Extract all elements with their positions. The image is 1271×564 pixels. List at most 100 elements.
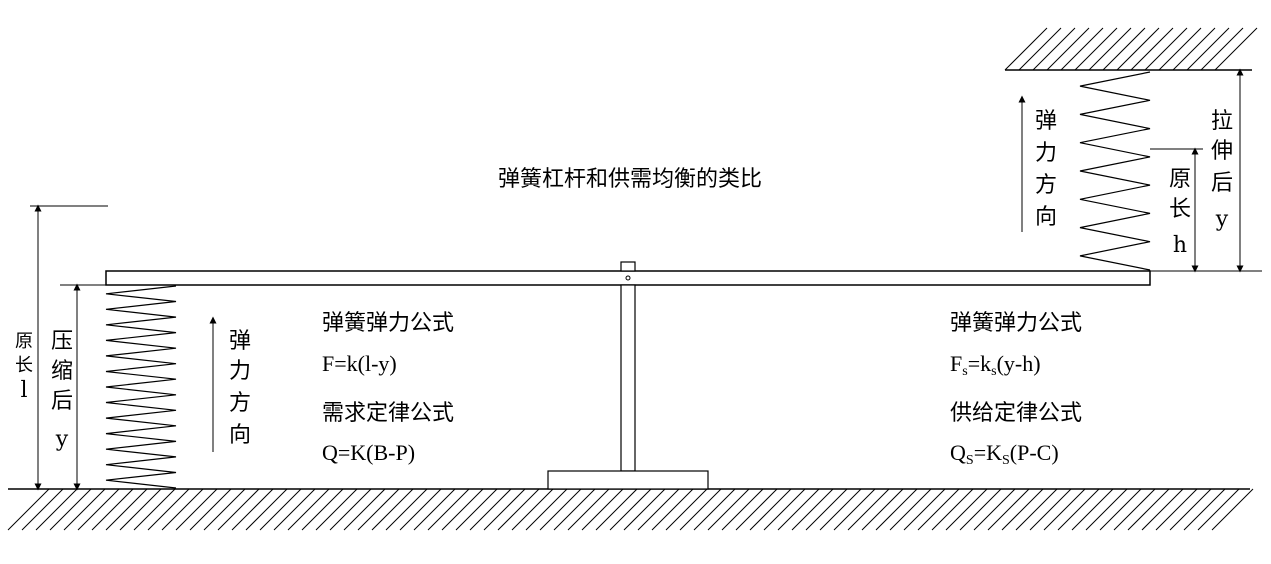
left-compressed-char: 压 bbox=[51, 329, 73, 354]
hatch-line bbox=[1211, 488, 1254, 531]
hatch-line bbox=[483, 488, 526, 531]
left-original-length-label: 原 长 l bbox=[15, 331, 33, 403]
hatch-line bbox=[721, 488, 764, 531]
hatch-line bbox=[1169, 488, 1212, 531]
hatch-line bbox=[21, 488, 64, 531]
hatch-line bbox=[63, 488, 106, 531]
hatch-line bbox=[1214, 27, 1258, 71]
hatch-line bbox=[763, 488, 806, 531]
right-spring-formula-rest: (y-h) bbox=[997, 351, 1041, 376]
left-original-length-char: 原 bbox=[15, 331, 33, 352]
hatch-line bbox=[1099, 488, 1142, 531]
hatch-line bbox=[189, 488, 232, 531]
left-compressed-char: y bbox=[55, 427, 69, 452]
hatch-line bbox=[777, 488, 820, 531]
hatch-line bbox=[147, 488, 190, 531]
hatch-line bbox=[49, 488, 92, 531]
right-force-direction-char: 弹 bbox=[1035, 109, 1057, 134]
hatch-line bbox=[427, 488, 470, 531]
left-force-direction-char: 力 bbox=[229, 359, 251, 384]
support-post bbox=[620, 284, 636, 472]
hatch-line bbox=[455, 488, 498, 531]
hatch-line bbox=[91, 488, 134, 531]
hatch-line bbox=[1172, 27, 1216, 71]
left-spring-formula-title: 弹簧弹力公式 bbox=[322, 311, 454, 336]
hatch-line bbox=[595, 488, 638, 531]
hatch-line bbox=[1085, 488, 1128, 531]
hatch-line bbox=[1088, 27, 1132, 71]
hatch-line bbox=[385, 488, 428, 531]
hatch-line bbox=[707, 488, 750, 531]
hatch-line bbox=[861, 488, 904, 531]
right-supply-formula-q: Q bbox=[950, 440, 966, 465]
hatch-line bbox=[749, 488, 792, 531]
right-stretched-spring bbox=[1079, 71, 1151, 271]
right-supply-formula-sub1: S bbox=[966, 453, 974, 468]
hatch-line bbox=[553, 488, 596, 531]
right-force-direction-char: 力 bbox=[1035, 141, 1057, 166]
right-force-direction-label: 弹 力 方 向 bbox=[1035, 109, 1057, 230]
ceiling-hatching bbox=[1004, 27, 1258, 71]
ground-hatching bbox=[7, 488, 1254, 531]
right-stretched-char: 后 bbox=[1211, 171, 1233, 196]
left-force-direction-char: 弹 bbox=[229, 329, 251, 354]
hatch-line bbox=[917, 488, 960, 531]
hatch-line bbox=[357, 488, 400, 531]
hatch-line bbox=[35, 488, 78, 531]
hatch-line bbox=[315, 488, 358, 531]
right-stretched-char: 伸 bbox=[1211, 139, 1233, 164]
right-force-direction-char: 方 bbox=[1035, 173, 1057, 198]
hatch-line bbox=[301, 488, 344, 531]
hatch-line bbox=[539, 488, 582, 531]
right-original-length-label: 原 长 h bbox=[1169, 167, 1191, 258]
left-force-direction-char: 向 bbox=[229, 423, 251, 448]
hatch-line bbox=[973, 488, 1016, 531]
hatch-line bbox=[231, 488, 274, 531]
hatch-line bbox=[1200, 27, 1244, 71]
right-original-length-char: 长 bbox=[1169, 197, 1191, 222]
hatch-line bbox=[1032, 27, 1076, 71]
right-stretched-char: 拉 bbox=[1211, 109, 1233, 134]
hatch-line bbox=[1197, 488, 1240, 531]
left-demand-formula: Q=K(B-P) bbox=[322, 440, 415, 465]
pivot-pin bbox=[625, 275, 631, 281]
hatch-line bbox=[1144, 27, 1188, 71]
right-force-direction-char: 向 bbox=[1035, 205, 1057, 230]
hatch-line bbox=[805, 488, 848, 531]
hatch-line bbox=[399, 488, 442, 531]
hatch-line bbox=[1127, 488, 1170, 531]
right-spring-formula-sub1: s bbox=[962, 364, 967, 379]
hatch-line bbox=[245, 488, 288, 531]
hatch-line bbox=[665, 488, 708, 531]
right-spring-formula: Fs=ks(y-h) bbox=[950, 351, 1041, 379]
hatch-line bbox=[833, 488, 876, 531]
right-spring-formula-sub2: s bbox=[991, 364, 996, 379]
hatch-line bbox=[1001, 488, 1044, 531]
hatch-line bbox=[875, 488, 918, 531]
hatch-line bbox=[413, 488, 456, 531]
hatch-line bbox=[1029, 488, 1072, 531]
hatch-line bbox=[959, 488, 1002, 531]
hatch-line bbox=[105, 488, 148, 531]
hatch-line bbox=[1057, 488, 1100, 531]
right-stretched-char: y bbox=[1215, 207, 1229, 232]
hatch-line bbox=[1043, 488, 1086, 531]
right-original-length-char: 原 bbox=[1169, 167, 1191, 192]
right-supply-formula-sub2: S bbox=[1002, 453, 1010, 468]
hatch-line bbox=[1046, 27, 1090, 71]
hatch-line bbox=[931, 488, 974, 531]
right-stretched-label: 拉 伸 后 y bbox=[1211, 109, 1233, 232]
right-spring-formula-f: F bbox=[950, 351, 962, 376]
hatch-line bbox=[693, 488, 736, 531]
support-base bbox=[547, 470, 709, 490]
left-compressed-char: 后 bbox=[51, 389, 73, 414]
hatch-line bbox=[889, 488, 932, 531]
hatch-line bbox=[623, 488, 666, 531]
left-demand-title: 需求定律公式 bbox=[322, 401, 454, 426]
hatch-line bbox=[581, 488, 624, 531]
pivot-top bbox=[620, 261, 636, 272]
ceiling bbox=[1004, 27, 1258, 71]
hatch-line bbox=[1060, 27, 1104, 71]
hatch-line bbox=[511, 488, 554, 531]
hatch-line bbox=[1071, 488, 1114, 531]
